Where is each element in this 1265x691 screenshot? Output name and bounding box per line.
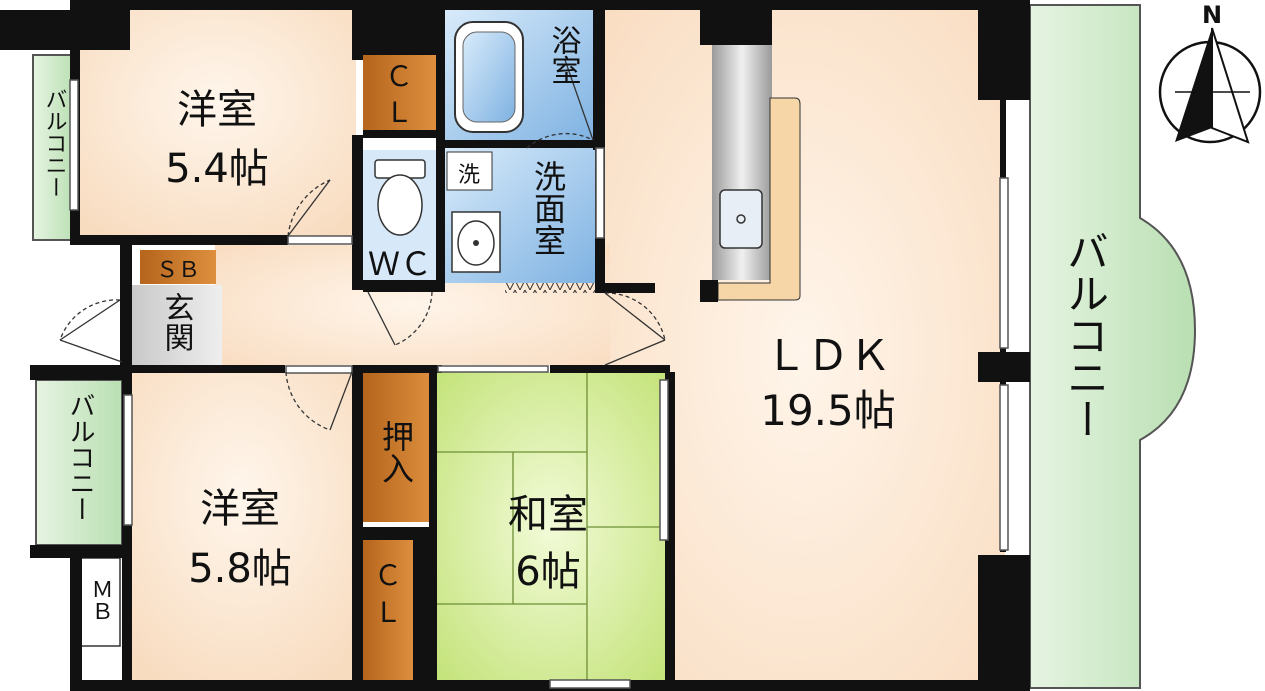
laundry-zig <box>505 283 595 293</box>
wc-label: ＷＣ <box>368 245 432 283</box>
western-room-2-size: 5.8帖 <box>188 546 292 592</box>
japanese-room-floor <box>437 372 665 680</box>
floors <box>32 4 1197 690</box>
balcony-main-label: バルコニー <box>1061 230 1110 440</box>
washroom-label: 洗面室 <box>529 160 567 256</box>
shoebox <box>140 250 216 284</box>
washer-box <box>446 151 493 191</box>
fixtures <box>374 21 763 273</box>
balcony-main <box>1029 4 1197 689</box>
closet-2-label-l: Ｌ <box>374 596 402 629</box>
oshiire <box>363 372 433 522</box>
bath-label: 浴室 <box>546 25 581 85</box>
mb-label: ＭＢ <box>88 578 113 622</box>
balcony-west-top-label: バルコニー <box>42 88 67 198</box>
kitchen-bar <box>717 97 801 301</box>
closet-1 <box>363 55 436 130</box>
ldk-size: 19.5帖 <box>760 386 896 435</box>
balcony-west-bottom-label: バルコニー <box>65 392 95 522</box>
western-room-2-name: 洋室 <box>200 486 280 532</box>
closet-2-label-c: Ｃ <box>374 559 402 592</box>
japanese-room-name: 和室 <box>508 492 588 538</box>
closet-1-label-c: Ｃ <box>385 60 413 93</box>
labels: 洋室 5.4帖 洋室 5.8帖 和室 6帖 ＬＤＫ 19.5帖 Ｃ Ｌ Ｃ Ｌ … <box>42 25 1110 629</box>
western-room-2-floor <box>125 372 358 680</box>
entrance-floor <box>132 285 222 365</box>
tatami-lines <box>437 372 665 680</box>
balcony-west-top <box>32 54 76 241</box>
balcony-west-bottom <box>35 379 123 546</box>
washbasin-icon <box>451 211 501 273</box>
western-room-1-size: 5.4帖 <box>165 146 269 192</box>
closet-2 <box>363 540 413 680</box>
toilet-icon <box>374 159 426 236</box>
doors <box>59 59 666 431</box>
entrance-label: 玄関 <box>159 292 194 352</box>
windows <box>69 79 1009 689</box>
mb-box <box>79 557 121 647</box>
oshiire-label: 押入 <box>377 420 415 484</box>
closet-1-label-l: Ｌ <box>385 96 413 129</box>
compass-north: N <box>1202 1 1222 29</box>
compass-icon: N <box>1158 1 1262 144</box>
ldk-name: ＬＤＫ <box>765 331 891 380</box>
japanese-room-size: 6帖 <box>515 549 580 595</box>
washer-label: 洗 <box>458 163 480 188</box>
shoebox-label: ＳＢ <box>156 258 200 283</box>
kitchen-sink-icon <box>719 189 763 249</box>
western-room-1-name: 洋室 <box>177 87 257 133</box>
